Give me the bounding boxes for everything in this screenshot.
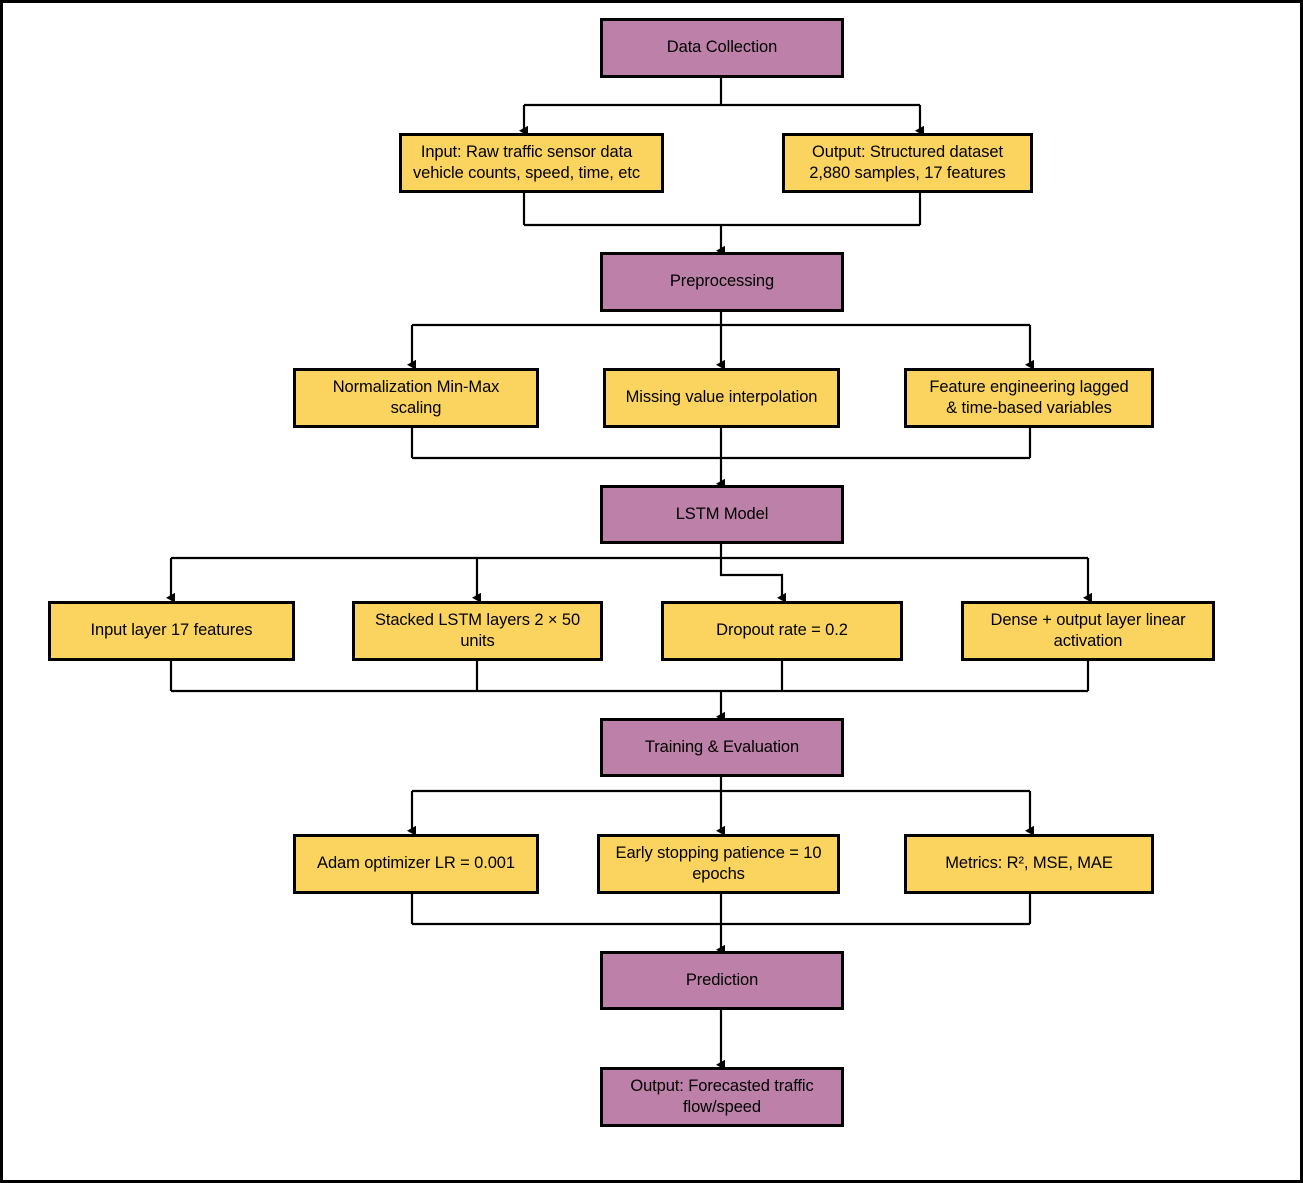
node-output-structured-dataset-label: Output: Structured dataset 2,880 samples… bbox=[809, 142, 1006, 182]
node-dropout-rate-label: Dropout rate = 0.2 bbox=[716, 621, 848, 640]
node-prediction-label: Prediction bbox=[685, 970, 759, 989]
node-dense-output-layer-label: Dense + output layer linear activation bbox=[990, 610, 1186, 650]
node-preprocessing-label: Preprocessing bbox=[669, 272, 775, 291]
node-final-output-label: Output: Forecasted traffic flow/speed bbox=[630, 1076, 814, 1116]
node-adam-optimizer-label: Adam optimizer LR = 0.001 bbox=[317, 854, 515, 873]
node-missing-value-interpolation-label: Missing value interpolation bbox=[625, 388, 818, 407]
edge-to-dropout bbox=[719, 558, 786, 603]
node-feature-engineering[interactable]: Feature engineering lagged & time-based … bbox=[904, 368, 1154, 428]
node-input-layer-label: Input layer 17 features bbox=[90, 621, 253, 640]
node-final-output[interactable]: Output: Forecasted traffic flow/speed bbox=[600, 1067, 844, 1127]
node-metrics[interactable]: Metrics: R², MSE, MAE bbox=[904, 834, 1154, 894]
node-dropout-rate[interactable]: Dropout rate = 0.2 bbox=[661, 601, 903, 661]
node-input-raw-traffic-label: Input: Raw traffic sensor data vehicle c… bbox=[412, 142, 640, 182]
node-prediction[interactable]: Prediction bbox=[600, 951, 844, 1010]
node-dense-output-layer[interactable]: Dense + output layer linear activation bbox=[961, 601, 1215, 661]
node-input-raw-traffic[interactable]: Input: Raw traffic sensor data vehicle c… bbox=[399, 133, 664, 193]
node-missing-value-interpolation[interactable]: Missing value interpolation bbox=[603, 368, 840, 428]
node-training-evaluation[interactable]: Training & Evaluation bbox=[600, 718, 844, 777]
node-early-stopping[interactable]: Early stopping patience = 10 epochs bbox=[597, 834, 840, 894]
node-stacked-lstm-layers[interactable]: Stacked LSTM layers 2 × 50 units bbox=[352, 601, 603, 661]
node-lstm-model[interactable]: LSTM Model bbox=[600, 485, 844, 544]
node-data-collection[interactable]: Data Collection bbox=[600, 18, 844, 78]
node-feature-engineering-label: Feature engineering lagged & time-based … bbox=[929, 377, 1129, 417]
node-adam-optimizer[interactable]: Adam optimizer LR = 0.001 bbox=[293, 834, 539, 894]
node-normalization-label: Normalization Min-Max scaling bbox=[332, 377, 500, 417]
node-data-collection-label: Data Collection bbox=[666, 38, 778, 57]
node-input-layer[interactable]: Input layer 17 features bbox=[48, 601, 295, 661]
node-output-structured-dataset[interactable]: Output: Structured dataset 2,880 samples… bbox=[782, 133, 1033, 193]
node-metrics-label: Metrics: R², MSE, MAE bbox=[945, 854, 1113, 873]
node-training-evaluation-label: Training & Evaluation bbox=[644, 737, 800, 756]
node-early-stopping-label: Early stopping patience = 10 epochs bbox=[615, 843, 822, 883]
node-lstm-model-label: LSTM Model bbox=[675, 504, 769, 523]
node-preprocessing[interactable]: Preprocessing bbox=[600, 252, 844, 312]
node-stacked-lstm-layers-label: Stacked LSTM layers 2 × 50 units bbox=[374, 610, 581, 650]
node-normalization[interactable]: Normalization Min-Max scaling bbox=[293, 368, 539, 428]
